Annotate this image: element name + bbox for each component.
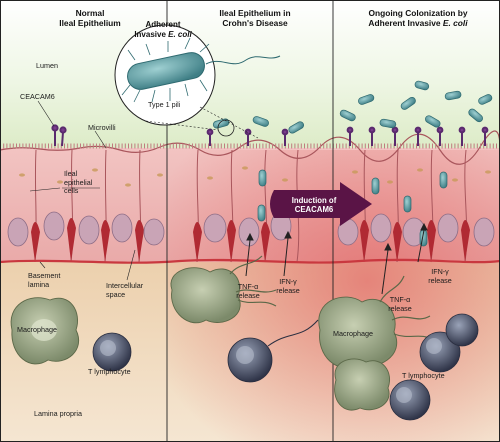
macrophage-middle: [170, 255, 277, 324]
cytoplasmic-granules: [19, 166, 491, 187]
tnf-release-right-label: TNF-α release: [388, 295, 412, 313]
bacterium-magnified-bubble: [114, 24, 281, 139]
label-leader-lines: [29, 100, 136, 281]
microvilli-label: Microvilli: [88, 123, 116, 132]
macrophage-right-lower: [334, 358, 390, 411]
type1-pili-label: Type 1 pili: [148, 100, 181, 109]
cytokine-arrow-icon: [245, 222, 428, 295]
panel-header-crohns-line2: Crohn's Disease: [222, 18, 288, 28]
bubble-title: Adherent Invasive E. coli: [118, 20, 208, 39]
induction-ceacam6-label: Induction of CEACAM6: [291, 196, 337, 215]
ifn-release-right-label: IFN-γ release: [428, 267, 452, 285]
macrophage-right-label: Macrophage: [333, 329, 373, 338]
lumen-label: Lumen: [36, 61, 58, 70]
t-lymphocyte-left: [92, 332, 132, 372]
lamina-propria-label: Lamina propria: [34, 409, 82, 418]
panel-header-normal: Normal Ileal Epithelium: [50, 8, 130, 28]
macrophage-left-label: Macrophage: [17, 325, 57, 334]
ifn-release-middle-label: IFN-γ release: [276, 277, 300, 295]
basement-lamina-label: Basement lamina: [28, 271, 61, 289]
t-lymphocyte-middle: [227, 319, 319, 383]
t-lymphocyte-right: [389, 313, 479, 421]
panel-header-crohns: Ileal Epithelium in Crohn's Disease: [200, 8, 310, 28]
induction-arrow-icon: [270, 182, 372, 226]
tnf-release-middle-label: TNF-α release: [236, 282, 260, 300]
lumen-region: [0, 0, 500, 150]
panel-header-normal-line2: Ileal Epithelium: [59, 18, 121, 28]
t-lymphocyte-right-label: T lymphocyte: [402, 371, 445, 380]
microvilli-brush-border: [0, 130, 500, 165]
t-lymphocyte-left-label: T lymphocyte: [88, 367, 131, 376]
intercellular-wedges: [31, 218, 470, 262]
panel-header-colonization: Ongoing Colonization by Adherent Invasiv…: [340, 8, 496, 28]
basement-lamina: [0, 258, 500, 264]
bubble-title-line2: Invasive E. coli: [134, 29, 192, 39]
ceacam6-receptors-upregulated: [206, 126, 489, 146]
intercellular-space-label: Intercellular space: [106, 281, 144, 299]
panel-header-crohns-line1: Ileal Epithelium in: [219, 8, 291, 18]
cell-nuclei: [7, 211, 495, 247]
panel-header-colonization-line1: Ongoing Colonization by: [368, 8, 468, 18]
bubble-title-line1: Adherent: [145, 20, 181, 29]
macrophage-left: [10, 297, 80, 365]
intracellular-bacteria: [257, 169, 448, 247]
ceacam6-label: CEACAM6: [20, 92, 55, 101]
ileal-cells-label: Ileal epithelial cells: [64, 169, 93, 196]
bacterium-icon: [212, 80, 493, 134]
panel-header-colonization-line2: Adherent Invasive E. coli: [368, 18, 468, 28]
ceacam6-receptor-icon: [51, 124, 67, 147]
panel-header-normal-line1: Normal: [75, 8, 105, 18]
